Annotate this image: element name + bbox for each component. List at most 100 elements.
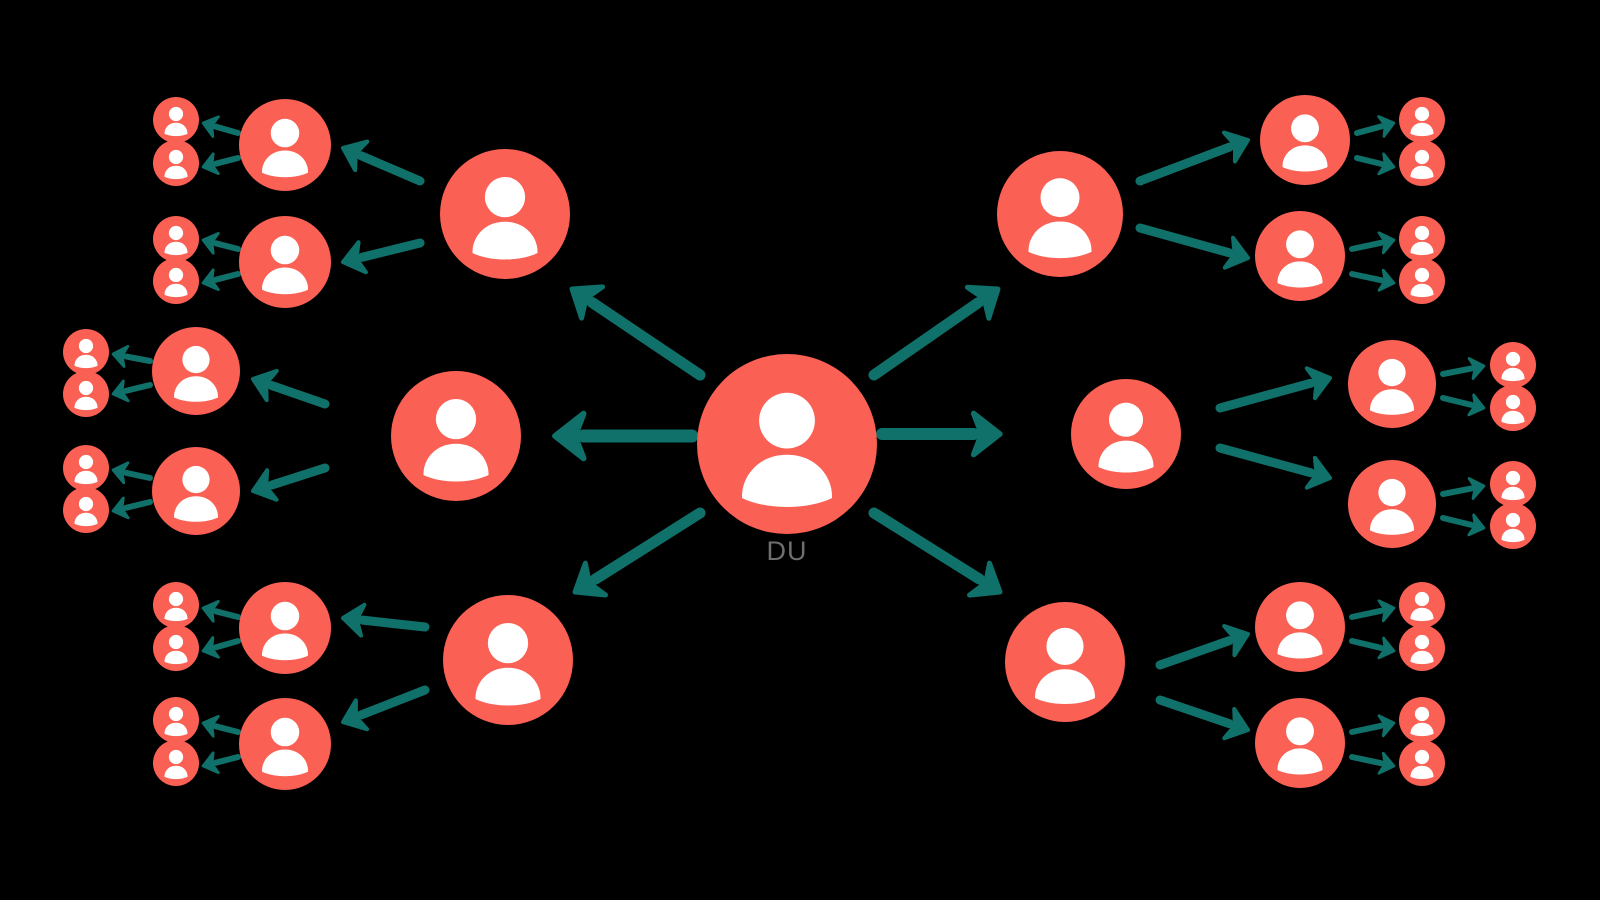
user-avatar-icon <box>164 634 188 665</box>
leaf-user-node[interactable] <box>153 740 199 786</box>
level2-user-node[interactable] <box>152 447 240 535</box>
leaf-user-node[interactable] <box>153 216 199 262</box>
user-avatar-icon <box>1501 394 1525 425</box>
leaf-user-node[interactable] <box>1399 97 1445 143</box>
leaf-user-node[interactable] <box>1490 503 1536 549</box>
root-user-node[interactable]: DU <box>697 354 877 566</box>
user-avatar-icon <box>164 591 188 622</box>
level2-user-node[interactable] <box>1348 460 1436 548</box>
edge-arrow <box>1349 268 1396 292</box>
user-avatar-icon <box>174 345 218 402</box>
leaf-user-node[interactable] <box>1399 582 1445 628</box>
edge-arrow <box>201 636 241 659</box>
user-avatar-icon <box>1410 225 1434 256</box>
level2-user-node[interactable] <box>1255 582 1345 672</box>
user-avatar-icon <box>1410 749 1434 780</box>
user-avatar-icon <box>74 380 98 411</box>
edge-arrow <box>201 599 241 623</box>
level2-user-node[interactable] <box>1255 211 1345 301</box>
edge-arrow <box>569 284 706 381</box>
leaf-user-node[interactable] <box>63 487 109 533</box>
edge-arrow <box>201 115 241 138</box>
level2-user-node[interactable] <box>239 99 331 191</box>
leaf-user-node[interactable] <box>1399 140 1445 186</box>
user-avatar-icon <box>1410 267 1434 298</box>
leaf-user-node[interactable] <box>153 625 199 671</box>
edge-arrow <box>1440 513 1486 537</box>
leaf-user-node[interactable] <box>63 445 109 491</box>
leaf-user-node[interactable] <box>63 329 109 375</box>
edge-arrow <box>572 507 706 598</box>
edge-arrow <box>552 410 699 462</box>
edge-arrow <box>868 284 1001 381</box>
edge-arrow <box>1349 231 1396 255</box>
edge-arrow <box>201 714 241 738</box>
edge-arrow <box>250 463 330 502</box>
user-avatar-icon <box>742 392 832 507</box>
leaf-user-node[interactable] <box>63 371 109 417</box>
level1-user-node[interactable] <box>997 151 1123 277</box>
edge-arrow <box>1215 366 1333 413</box>
level2-user-node[interactable] <box>1348 340 1436 428</box>
user-avatar-icon <box>262 235 308 295</box>
user-avatar-icon <box>1501 351 1525 382</box>
edge-arrow <box>340 685 430 732</box>
user-avatar-icon <box>1410 149 1434 180</box>
user-avatar-icon <box>1370 478 1414 535</box>
edge-arrow <box>868 507 1003 598</box>
level2-user-node[interactable] <box>239 216 331 308</box>
edge-arrow <box>111 379 153 403</box>
level1-user-node[interactable] <box>1005 602 1125 722</box>
edge-arrow <box>1155 623 1251 670</box>
user-avatar-icon <box>1410 106 1434 137</box>
leaf-user-node[interactable] <box>1399 740 1445 786</box>
level1-user-node[interactable] <box>443 595 573 725</box>
user-avatar-icon <box>1501 470 1525 501</box>
leaf-user-node[interactable] <box>153 697 199 743</box>
leaf-user-node[interactable] <box>153 258 199 304</box>
user-avatar-icon <box>174 465 218 522</box>
level2-user-node[interactable] <box>1260 95 1350 185</box>
level2-user-node[interactable] <box>239 698 331 790</box>
edge-arrow <box>1135 223 1251 270</box>
root-node-label: DU <box>766 536 808 566</box>
user-avatar-icon <box>1098 402 1154 473</box>
edge-arrow <box>340 139 425 186</box>
leaf-user-node[interactable] <box>1490 461 1536 507</box>
level2-user-node[interactable] <box>239 582 331 674</box>
user-avatar-icon <box>262 118 308 178</box>
user-avatar-icon <box>164 706 188 737</box>
leaf-user-node[interactable] <box>1490 385 1536 431</box>
leaf-user-node[interactable] <box>153 97 199 143</box>
level2-user-node[interactable] <box>152 327 240 415</box>
level1-user-node[interactable] <box>1071 379 1181 489</box>
leaf-user-node[interactable] <box>1399 625 1445 671</box>
edge-arrow <box>1440 393 1486 417</box>
leaf-user-node[interactable] <box>1399 216 1445 262</box>
level1-user-node[interactable] <box>440 149 570 279</box>
leaf-user-node[interactable] <box>1399 258 1445 304</box>
user-avatar-icon <box>1410 591 1434 622</box>
leaf-user-node[interactable] <box>153 582 199 628</box>
edge-arrow <box>111 344 153 368</box>
level1-user-node[interactable] <box>391 371 521 501</box>
edge-arrow <box>201 152 241 176</box>
user-avatar-icon <box>1501 512 1525 543</box>
leaf-user-node[interactable] <box>1399 697 1445 743</box>
edge-arrow <box>201 751 241 775</box>
leaf-user-node[interactable] <box>1490 342 1536 388</box>
edge-arrow <box>111 496 153 520</box>
leaf-user-node[interactable] <box>153 140 199 186</box>
edge-arrow <box>340 238 425 275</box>
user-avatar-icon <box>1282 114 1328 172</box>
user-avatar-icon <box>1277 717 1323 775</box>
edge-arrow <box>1440 477 1486 500</box>
edge-arrow <box>201 268 241 292</box>
edge-arrow <box>1349 636 1396 660</box>
level2-user-node[interactable] <box>1255 698 1345 788</box>
user-avatar-icon <box>423 398 489 482</box>
edge-arrow <box>1354 115 1396 138</box>
user-avatar-icon <box>164 749 188 780</box>
user-avatar-icon <box>74 454 98 485</box>
